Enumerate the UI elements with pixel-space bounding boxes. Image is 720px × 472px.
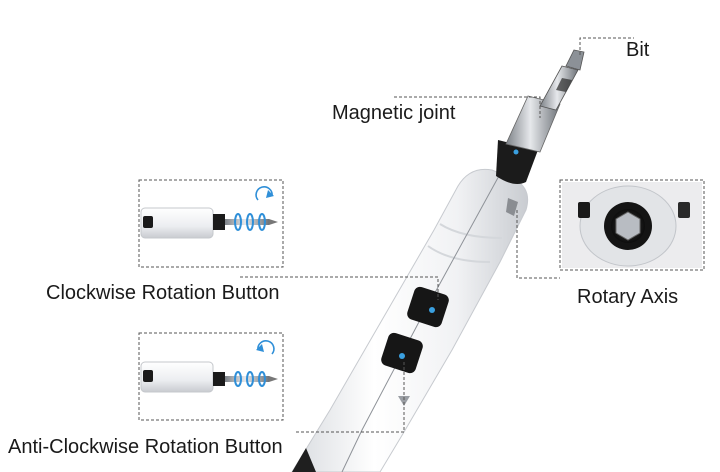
leader-line-magnetic-joint xyxy=(394,96,541,118)
dark-collar xyxy=(496,140,538,184)
bit-marking xyxy=(556,78,572,92)
magnetic-joint-label: Magnetic joint xyxy=(332,102,456,124)
inset-frame xyxy=(138,332,284,421)
screwdriver-main xyxy=(291,49,585,472)
inset-frame xyxy=(559,179,705,271)
side-key xyxy=(578,202,590,218)
inset-button xyxy=(143,370,153,382)
leader-lines xyxy=(240,37,634,433)
rotation-ring xyxy=(258,213,266,231)
clockwise-arrow-icon xyxy=(255,186,274,201)
anticlockwise-button-light-icon xyxy=(399,353,405,359)
rotation-ring xyxy=(234,213,242,231)
anticlockwise-button[interactable] xyxy=(380,331,425,374)
side-notch xyxy=(506,198,518,216)
inset-frame xyxy=(138,179,284,268)
clockwise-button-label: Clockwise Rotation Button xyxy=(46,282,280,304)
leader-line-anticlockwise xyxy=(296,360,405,433)
clockwise-button-light-icon xyxy=(429,307,435,313)
counterclockwise-arrow-icon xyxy=(256,340,275,355)
collar-light-icon xyxy=(513,149,519,155)
bit-tip xyxy=(565,49,585,71)
anticlockwise-button-label: Anti-Clockwise Rotation Button xyxy=(8,436,283,458)
inset-collar xyxy=(213,214,225,230)
side-key xyxy=(678,202,690,218)
rotary-axis-label: Rotary Axis xyxy=(577,286,679,308)
inset-tip xyxy=(269,376,278,382)
leader-line-rotary-axis xyxy=(516,210,560,279)
inset-button xyxy=(143,216,153,228)
inset-collar xyxy=(213,372,225,386)
body-seam xyxy=(341,173,501,472)
rotation-ring xyxy=(246,371,254,387)
body-base xyxy=(292,448,316,472)
leader-line-clockwise xyxy=(240,276,439,300)
inset-tip xyxy=(269,219,278,225)
rotation-ring xyxy=(234,371,242,387)
clockwise-inset xyxy=(138,179,284,268)
anticlockwise-inset xyxy=(138,332,284,421)
direction-triangle-icon xyxy=(398,396,410,406)
rotary-axis-inset xyxy=(559,179,705,271)
screwdriver-body xyxy=(291,168,529,472)
leader-line-bit xyxy=(579,37,634,55)
rotation-ring xyxy=(246,213,254,231)
bit-label: Bit xyxy=(626,39,650,61)
hex-socket-icon xyxy=(615,211,641,241)
rotation-ring xyxy=(258,371,266,387)
